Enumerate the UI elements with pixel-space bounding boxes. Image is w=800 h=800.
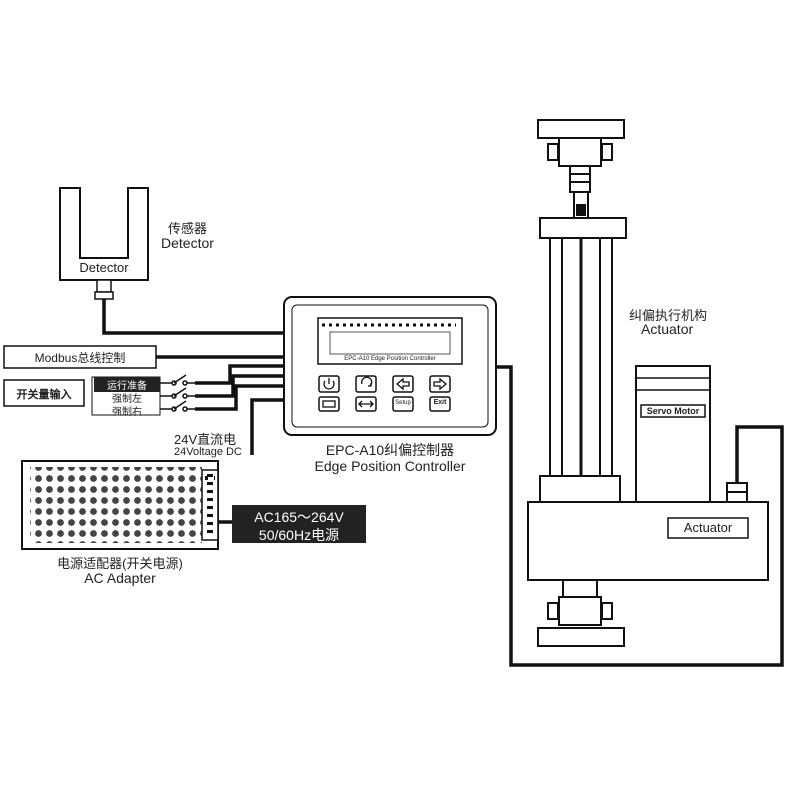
actuator-box-label: Actuator [683, 520, 733, 535]
servo-motor-label: Servo Motor [646, 406, 700, 416]
ac-voltage-line2: 50/60Hz电源 [258, 527, 340, 543]
right-arrow-icon [433, 377, 448, 391]
ac-adapter [21, 460, 219, 550]
switch-item-force-right: 强制右 [112, 407, 142, 418]
switch-input-label: 开关量输入 [16, 389, 72, 401]
actuator-label-cn: 纠偏执行机构 [629, 308, 708, 323]
controller-title-cn: EPC-A10纠偏控制器 [325, 442, 455, 458]
ac-input-box [232, 505, 366, 543]
detector-inner-label: Detector [79, 260, 129, 275]
switch-wire-2 [195, 374, 285, 398]
adapter-label-cn: 电源适配器(开关电源) [57, 556, 183, 571]
dc-wire [250, 398, 285, 455]
controller-buttons [318, 375, 451, 412]
wires [102, 299, 784, 667]
switch-item-run-ready: 运行准备 [94, 377, 160, 392]
switch-input-box [3, 379, 85, 407]
detector-label-cn: 传感器 [168, 221, 208, 236]
controller-setup-button: Setup [395, 400, 411, 406]
modbus-label: Modbus总线控制 [34, 351, 126, 365]
center-icon [358, 400, 374, 408]
controller-title-en: Edge Position Controller [314, 458, 466, 474]
switch-wire-3 [195, 384, 285, 411]
switch-wire-1 [195, 364, 285, 385]
controller-exit-button: Exit [433, 399, 447, 406]
controller-panel-caption: EPC-A10 Edge Position Controller [344, 356, 436, 362]
detector-sensor [59, 187, 149, 300]
controller-button-icons [322, 376, 448, 408]
power-icon [323, 378, 335, 390]
dc-label-cn: 24V直流电 [174, 432, 237, 447]
mode-icon [322, 400, 336, 408]
dc-label-en: 24Voltage DC [174, 446, 242, 458]
detector-cable [102, 299, 285, 335]
controller-to-actuator [497, 365, 784, 667]
modbus-box [3, 345, 157, 369]
ac-voltage-line1: AC165～264V [254, 509, 344, 525]
detector-label-en: Detector [161, 235, 214, 251]
actuator-label-en: Actuator [641, 321, 694, 337]
adapter-label-en: AC Adapter [84, 570, 156, 586]
switch-item-force-left: 强制左 [112, 394, 142, 405]
controller-unit [283, 296, 497, 436]
actuator-assembly [527, 119, 769, 647]
left-arrow-icon [395, 377, 410, 391]
switch-contacts [160, 374, 195, 412]
cycle-icon [361, 376, 373, 387]
